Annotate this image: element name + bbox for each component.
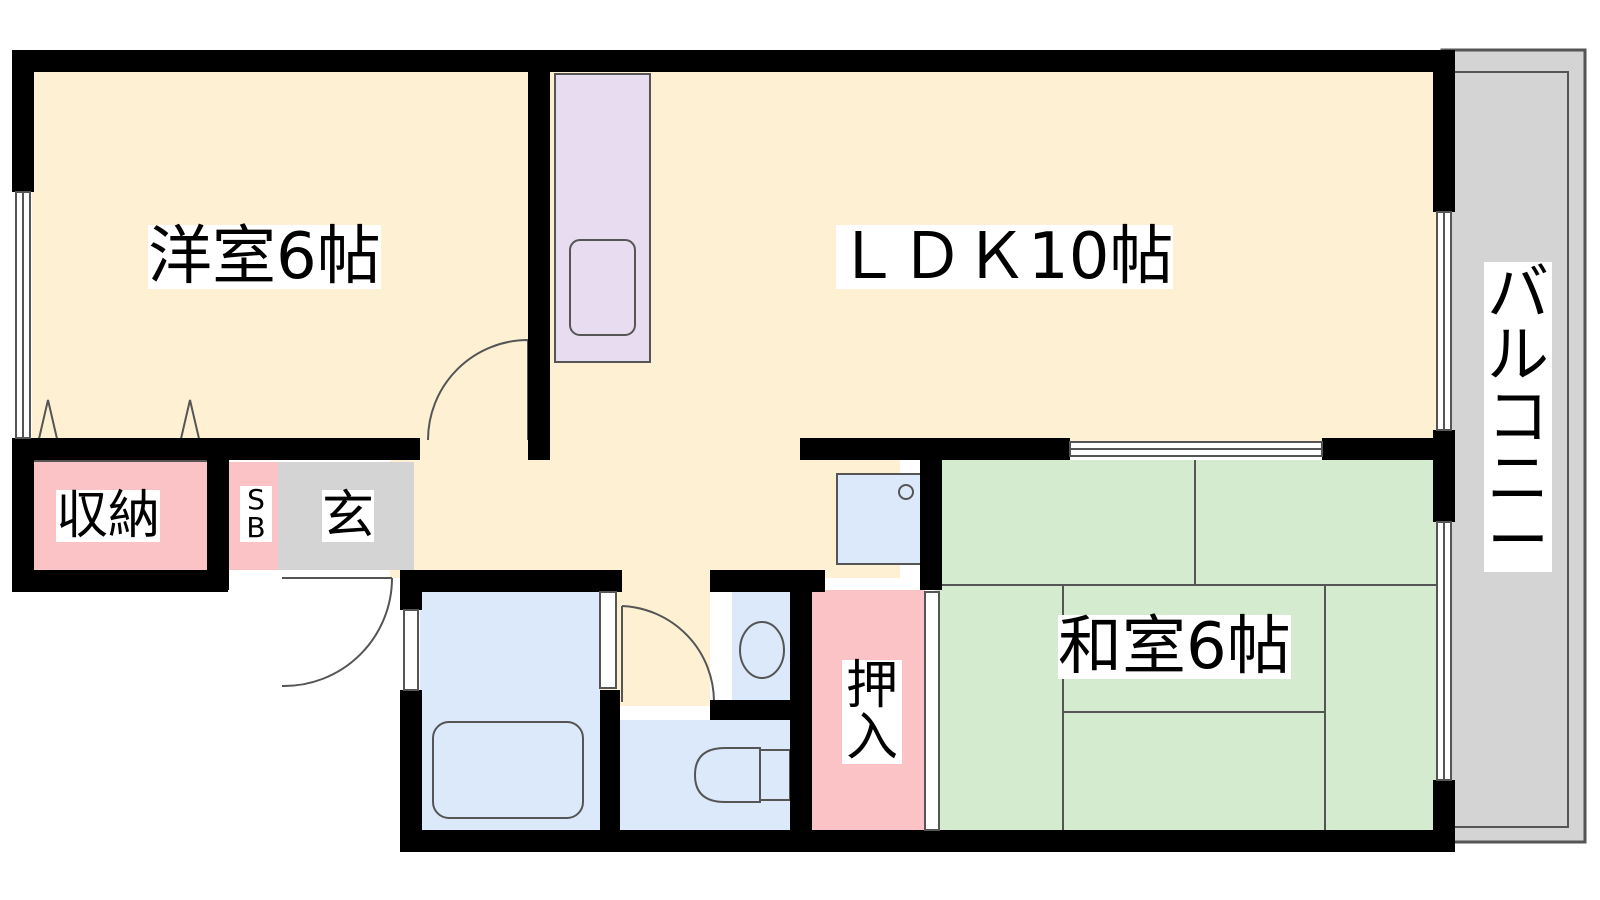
shoe-box-label: S B — [240, 486, 272, 542]
oshiire-label: 押 入 — [842, 660, 902, 764]
ldk-label: ＬＤＫ10帖 — [836, 220, 1174, 294]
tatami-lines — [935, 460, 1437, 830]
walls — [12, 50, 1455, 852]
refrigerator-marker — [898, 484, 914, 500]
balcony-char: バ — [1486, 256, 1549, 329]
windows — [15, 191, 1452, 831]
balcony-char: ル — [1486, 318, 1549, 391]
shoe-box-label-bottom: B — [246, 511, 266, 544]
refrigerator-space — [836, 473, 928, 565]
shoe-box-label-top: S — [247, 483, 265, 516]
washroom-floor — [420, 590, 600, 830]
japanese-room-label: 和室6帖 — [1058, 610, 1291, 684]
oshiire-label-top: 押 — [845, 656, 898, 716]
entrance-label: 玄 — [322, 486, 375, 546]
toilet-bowl — [693, 747, 761, 803]
balcony-char: コ — [1486, 380, 1549, 453]
bathtub — [432, 721, 584, 819]
toilet-floor — [620, 720, 792, 830]
balcony-char: ニ — [1486, 442, 1549, 515]
kitchen-sink — [569, 239, 636, 336]
balcony-char: ー — [1486, 504, 1549, 577]
balcony-label: バ ル コ ニ ー — [1484, 262, 1552, 572]
washbasin — [739, 621, 785, 679]
oshiire-label-bottom: 入 — [845, 708, 898, 768]
storage-label: 収納 — [56, 486, 161, 546]
western-room-label: 洋室6帖 — [148, 220, 381, 294]
washbasin-floor — [732, 592, 792, 704]
hall-floor — [390, 438, 900, 578]
hall-floor-lower — [600, 578, 710, 706]
